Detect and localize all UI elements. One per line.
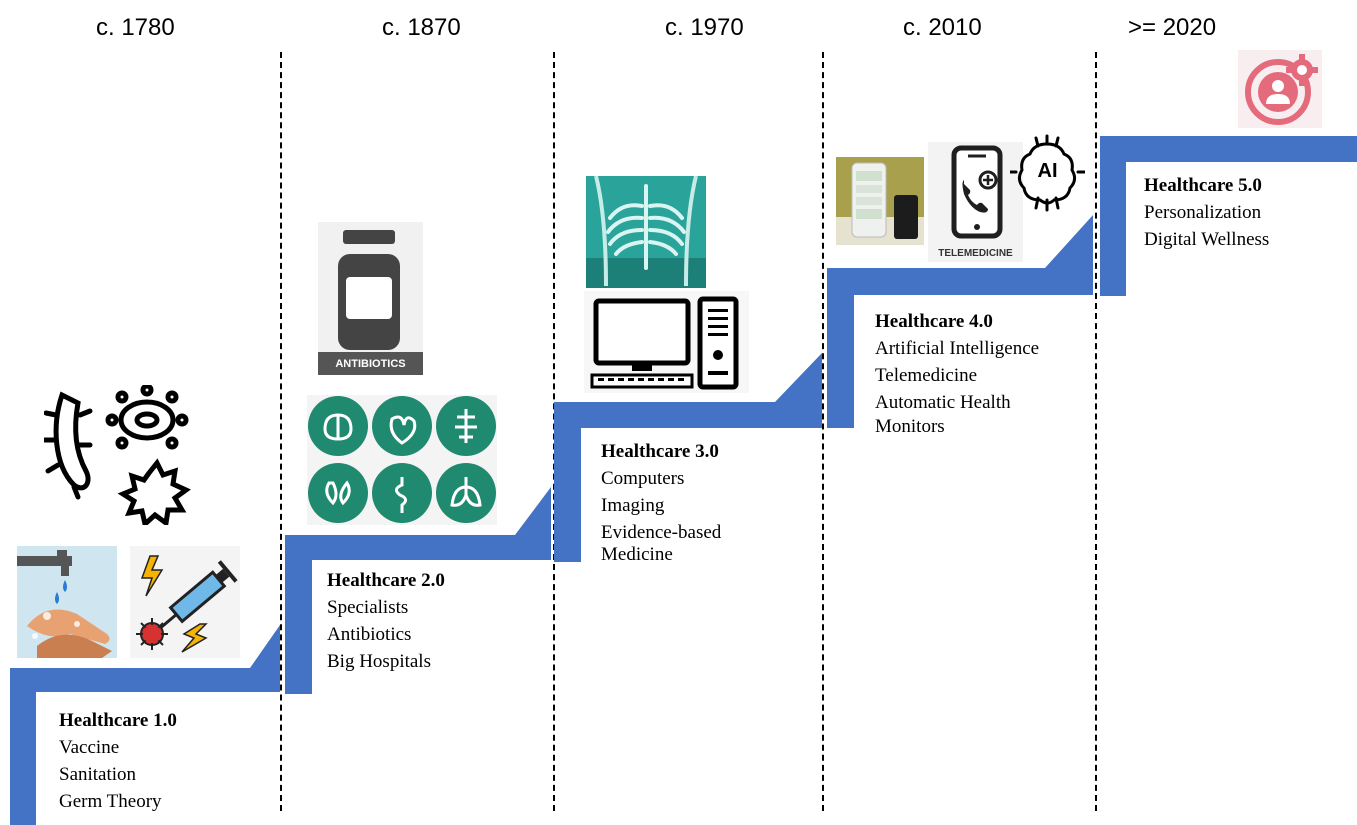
germs-icon <box>44 385 191 525</box>
era-label-2020: >= 2020 <box>1128 14 1217 41</box>
stage-2-block: Healthcare 2.0 Specialists Antibiotics B… <box>327 567 445 675</box>
divider-3 <box>822 52 824 811</box>
organs-icon <box>307 395 497 525</box>
stage-1-title: Healthcare 1.0 <box>59 710 177 731</box>
era-label-1970: c. 1970 <box>665 14 744 41</box>
stage-3-item: Computers <box>601 468 685 489</box>
era-label-1870: c. 1870 <box>382 14 461 41</box>
stage-4-item: Automatic Health Monitors <box>875 392 1011 437</box>
vaccine-syringe-icon <box>130 546 240 658</box>
stage-4-item: Artificial Intelligence <box>875 338 1040 359</box>
stage-2-item: Big Hospitals <box>327 651 431 672</box>
stage-4-block: Healthcare 4.0 Artificial Intelligence T… <box>875 308 1075 439</box>
stage-1-block: Healthcare 1.0 Vaccine Sanitation Germ T… <box>59 707 177 815</box>
stage-3-item: Evidence-based Medicine <box>601 522 722 565</box>
stage-5-item: Digital Wellness <box>1144 229 1270 250</box>
stage-1-item: Sanitation <box>59 764 137 785</box>
telemedicine-caption: TELEMEDICINE <box>938 248 1013 259</box>
stage-4-title: Healthcare 4.0 <box>875 311 993 332</box>
desktop-computer-icon <box>584 291 749 393</box>
stage-1-item: Germ Theory <box>59 791 162 812</box>
stage-3-item: Imaging <box>601 495 665 516</box>
smartwatch-phone-icon <box>836 157 924 245</box>
antibiotics-caption: ANTIBIOTICS <box>335 358 406 370</box>
stage-2-title: Healthcare 2.0 <box>327 570 445 591</box>
era-label-2010: c. 2010 <box>903 14 982 41</box>
stage-2-item: Antibiotics <box>327 624 412 645</box>
stage-1-item: Vaccine <box>59 737 120 758</box>
medicine-bottle-icon: ANTIBIOTICS <box>318 222 423 375</box>
xray-chest-icon <box>586 176 706 288</box>
personalization-icon <box>1238 50 1322 128</box>
ai-label: AI <box>1037 160 1058 182</box>
stage-5-block: Healthcare 5.0 Personalization Digital W… <box>1144 172 1269 253</box>
stage-5-item: Personalization <box>1144 202 1262 223</box>
stage-3-title: Healthcare 3.0 <box>601 441 719 462</box>
telemedicine-phone-icon: TELEMEDICINE <box>928 142 1023 262</box>
stage-4-item: Telemedicine <box>875 365 978 386</box>
stage-3-block: Healthcare 3.0 Computers Imaging Evidenc… <box>601 438 761 566</box>
era-label-1780: c. 1780 <box>96 14 175 41</box>
divider-1 <box>280 52 282 811</box>
ai-chip-icon: AI <box>1010 134 1085 212</box>
stage-2-item: Specialists <box>327 597 409 618</box>
stage-5-title: Healthcare 5.0 <box>1144 175 1262 196</box>
handwashing-icon <box>17 546 117 658</box>
divider-4 <box>1095 52 1097 811</box>
